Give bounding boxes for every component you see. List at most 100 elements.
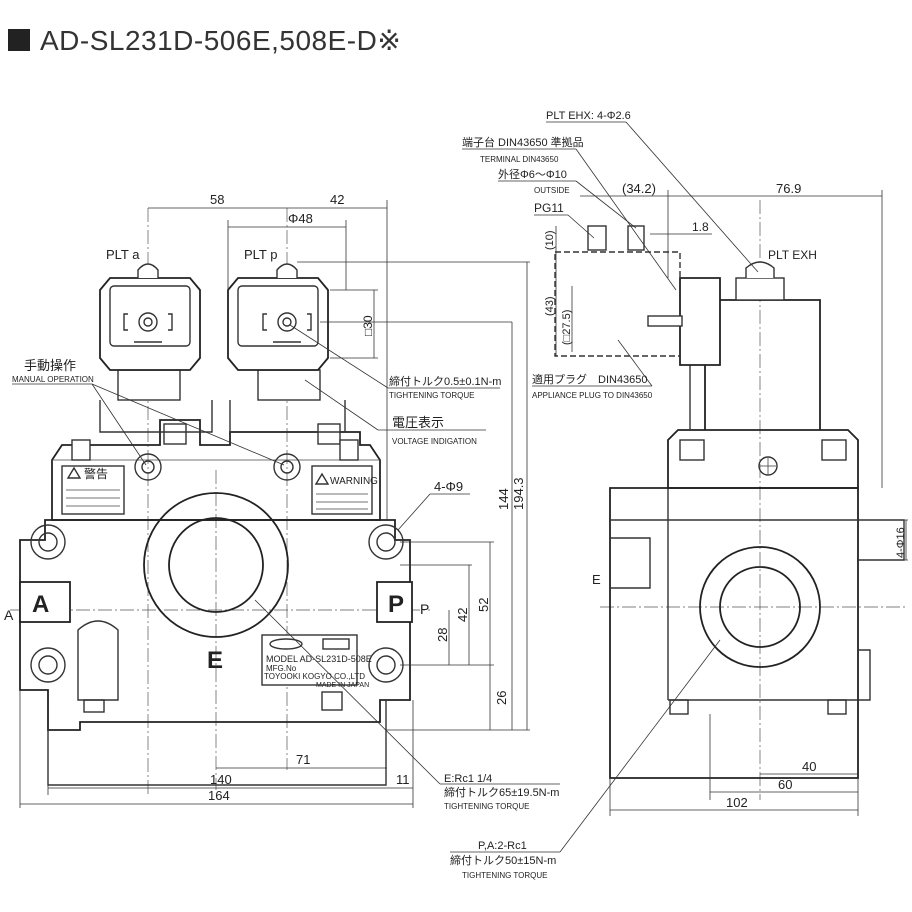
callout-outside-jp: 外径Φ6～Φ10 [498, 168, 567, 181]
dim-30: □30 [361, 315, 375, 336]
page-title: AD-SL231D-506E,508E-D※ [40, 24, 402, 56]
callout-manual-en: MANUAL OPERATION [12, 375, 94, 384]
side-boss-left [610, 537, 651, 589]
dim-164: 164 [208, 788, 230, 803]
terminal-box-dashed [554, 251, 681, 357]
port-p-box [376, 581, 413, 623]
callout-e-port: E:Rc1 1/4 [444, 773, 492, 785]
warning-jp-text: 警告 [84, 466, 108, 481]
outside-gland [627, 225, 645, 251]
dim-1-8: 1.8 [692, 220, 709, 234]
callout-manual-leader-a [91, 383, 147, 466]
leader-4-9 [397, 493, 431, 531]
callout-plt-ehx: PLT EHX: 4-Φ2.6 [546, 110, 631, 122]
connector-a-screw-icon [138, 312, 158, 332]
connector-p-face [237, 285, 319, 347]
manual-op-a-icon [134, 453, 162, 481]
callout-manual-leader-p [91, 383, 285, 466]
dim-102: 102 [726, 795, 748, 810]
side-plug-pin [647, 315, 683, 327]
callout-outside-leader [575, 180, 637, 229]
dim-58: 58 [210, 192, 224, 207]
mount-hole-tl-inner [38, 532, 58, 552]
manual-op-a-inner [141, 460, 155, 474]
callout-pa-leader [559, 639, 721, 853]
dim-4-16: 4-Φ16 [895, 527, 907, 558]
callout-plt-ehx-leader [625, 121, 759, 273]
mount-hole-tr-inner [376, 532, 396, 552]
callout-terminal-en: TERMINAL DIN43650 [480, 155, 559, 164]
boss-left [77, 620, 119, 701]
callout-e-leader [254, 599, 441, 785]
mount-hole-tr [368, 524, 404, 560]
plt-a-label: PLT a [106, 247, 140, 262]
mount-hole-bl-inner [38, 655, 58, 675]
connector-p-bracket [262, 313, 312, 331]
callout-pg11-leader [567, 214, 595, 239]
callout-terminal-jp: 端子台 DIN43650 準拠品 [462, 135, 584, 149]
nameplate-made: MADE IN JAPAN [316, 682, 369, 689]
manual-op-p-inner [280, 460, 294, 474]
dim-194-3: 194.3 [511, 477, 526, 510]
port-a-box [19, 581, 71, 623]
callout-terminal-leader [575, 148, 677, 291]
front-view: 警告 WARNING A P E A P [4, 192, 560, 811]
boss-right-foot [321, 691, 343, 711]
dim-27-5: (□27.5) [561, 310, 573, 345]
callout-torque1-leader [289, 324, 389, 389]
callout-pa-port: P,A:2-Rc1 [478, 840, 527, 852]
callout-torque1-en: TIGHTENING TORQUE [389, 391, 475, 400]
side-solenoid-body [704, 299, 821, 430]
callout-voltage-en: VOLTAGE INDIGATION [392, 437, 477, 446]
gland-a [137, 263, 159, 278]
nameplate-symbol [322, 638, 350, 650]
side-port-inner [719, 566, 801, 648]
dim-43: (43) [544, 296, 556, 316]
callout-pg11: PG11 [534, 201, 564, 215]
e-port-outer [143, 492, 289, 638]
warning-label-en [311, 465, 373, 515]
dim-48: Φ48 [288, 211, 313, 226]
dim-140: 140 [210, 772, 232, 787]
mount-hole-br-inner [376, 655, 396, 675]
callout-manual-jp: 手動操作 [24, 358, 76, 373]
solenoid-a-ring [117, 369, 181, 401]
dim-60: 60 [778, 777, 792, 792]
nameplate-maker: TOYOOKI KOGYO CO.,LTD [264, 672, 365, 681]
mount-hole-br [368, 647, 404, 683]
dim-28: 28 [435, 628, 450, 642]
bolt-head-1 [71, 439, 91, 461]
port-a-side-label: A [4, 607, 14, 623]
gland-p [276, 263, 298, 278]
manual-op-p-icon [273, 453, 301, 481]
side-port-outer [699, 546, 821, 668]
warning-triangle-icon [66, 466, 82, 479]
solenoid-p-tube [229, 400, 346, 433]
dim-40: 40 [802, 759, 816, 774]
nameplate-model: MODEL AD-SL231D-508E [266, 654, 372, 664]
side-boss-right-low [858, 649, 871, 701]
callout-torque1-jp: 締付トルク0.5±0.1N-m [389, 374, 501, 388]
e-port-inner [168, 517, 264, 613]
side-view: PLT EXH (34.2) 76.9 1.8 (10) (43) (□27.5… [450, 110, 908, 880]
dim-144: 144 [496, 488, 511, 510]
side-e-label: E [592, 572, 601, 587]
bolt-head-2 [163, 423, 187, 445]
callout-outside-en: OUTSIDE [534, 186, 570, 195]
mount-hole-tl [30, 524, 66, 560]
side-upper-block [667, 429, 859, 489]
side-plt-exh-cap [735, 277, 785, 301]
nameplate-mfg: MFG.No [266, 664, 297, 673]
dim-71: 71 [296, 752, 310, 767]
port-p-label: P [388, 591, 404, 618]
connector-a [99, 277, 201, 371]
connector-a-screw-inner [143, 317, 153, 327]
title-square-icon [8, 29, 30, 51]
dim-42-side: 42 [455, 608, 470, 622]
dim-4-9: 4-Φ9 [434, 479, 463, 494]
callout-plug-en: APPLIANCE PLUG TO DIN43650 [532, 391, 653, 400]
plt-p-label: PLT p [244, 247, 277, 262]
side-foot-2 [827, 699, 847, 715]
side-plt-exh-dome [745, 261, 775, 278]
